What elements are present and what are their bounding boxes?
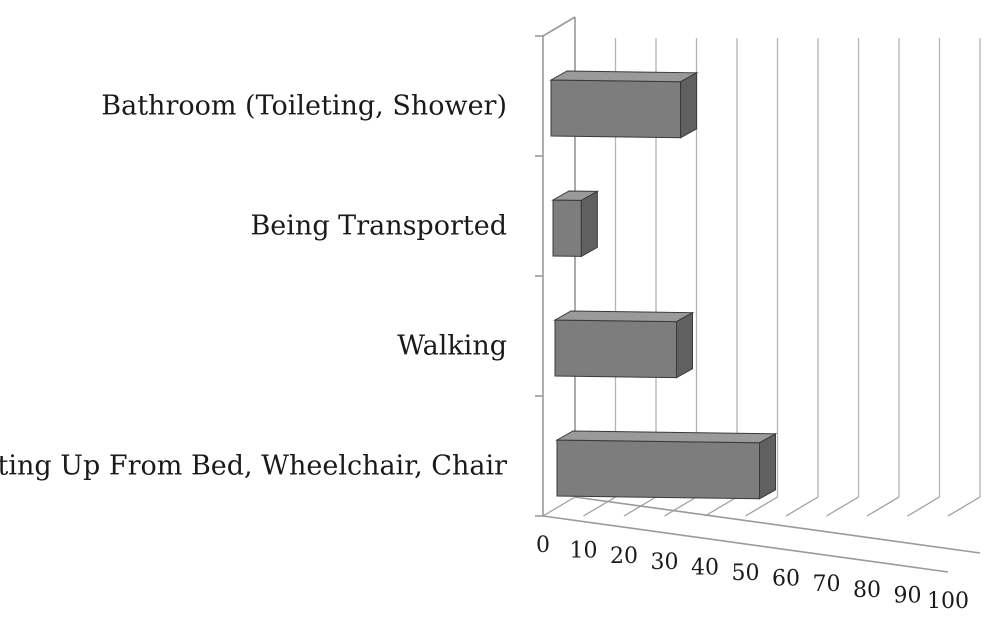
x-tick-label: 100 (927, 589, 969, 614)
bar-front-face (554, 319, 677, 379)
floor-line-0 (542, 496, 576, 517)
bar-4 (555, 430, 778, 500)
x-tick-label: 0 (536, 533, 550, 558)
x-tick-label: 40 (691, 555, 719, 580)
floor-line-70 (826, 496, 859, 517)
bar-side-face (676, 311, 693, 379)
grid (542, 38, 981, 517)
x-tick-label: 60 (772, 567, 800, 592)
floor-line-90 (907, 496, 940, 517)
bar-side-face (759, 432, 776, 500)
floor-line-100 (947, 496, 981, 517)
floor-back-edge (574, 496, 981, 554)
bar-top-face (553, 310, 695, 323)
bar-side-face (580, 190, 598, 258)
floor-line-60 (785, 496, 819, 517)
x-tick-label: 10 (570, 539, 598, 564)
category-label: Bathroom (Toileting, Shower) (101, 91, 507, 122)
floor-line-10 (583, 496, 616, 517)
category-label: Being Transported (250, 211, 507, 242)
x-tick-label: 20 (610, 544, 638, 569)
bar-3 (553, 310, 695, 379)
x-tick-label: 70 (813, 572, 841, 597)
bar-top-face (549, 70, 699, 83)
category-label: Walking (397, 331, 507, 362)
x-tick-label: 80 (853, 578, 881, 603)
floor-line-80 (866, 496, 900, 517)
category-label: Getting Up From Bed, Wheelchair, Chair (0, 451, 507, 482)
x-tick-label: 90 (894, 583, 922, 608)
x-tick-label: 50 (732, 561, 760, 586)
bar-1 (549, 70, 699, 139)
value-axis (542, 515, 949, 573)
bars (549, 70, 778, 500)
x-tick-label: 30 (651, 550, 679, 575)
bar-side-face (680, 71, 698, 139)
bar-2 (551, 190, 600, 258)
floor-line-40 (704, 496, 738, 517)
bar-front-face (556, 439, 760, 500)
left-wall-top-edge (542, 16, 576, 37)
floor-line-30 (664, 496, 697, 517)
bar-front-face (550, 79, 682, 139)
floor-line-50 (745, 496, 778, 517)
bar-front-face (552, 199, 582, 257)
